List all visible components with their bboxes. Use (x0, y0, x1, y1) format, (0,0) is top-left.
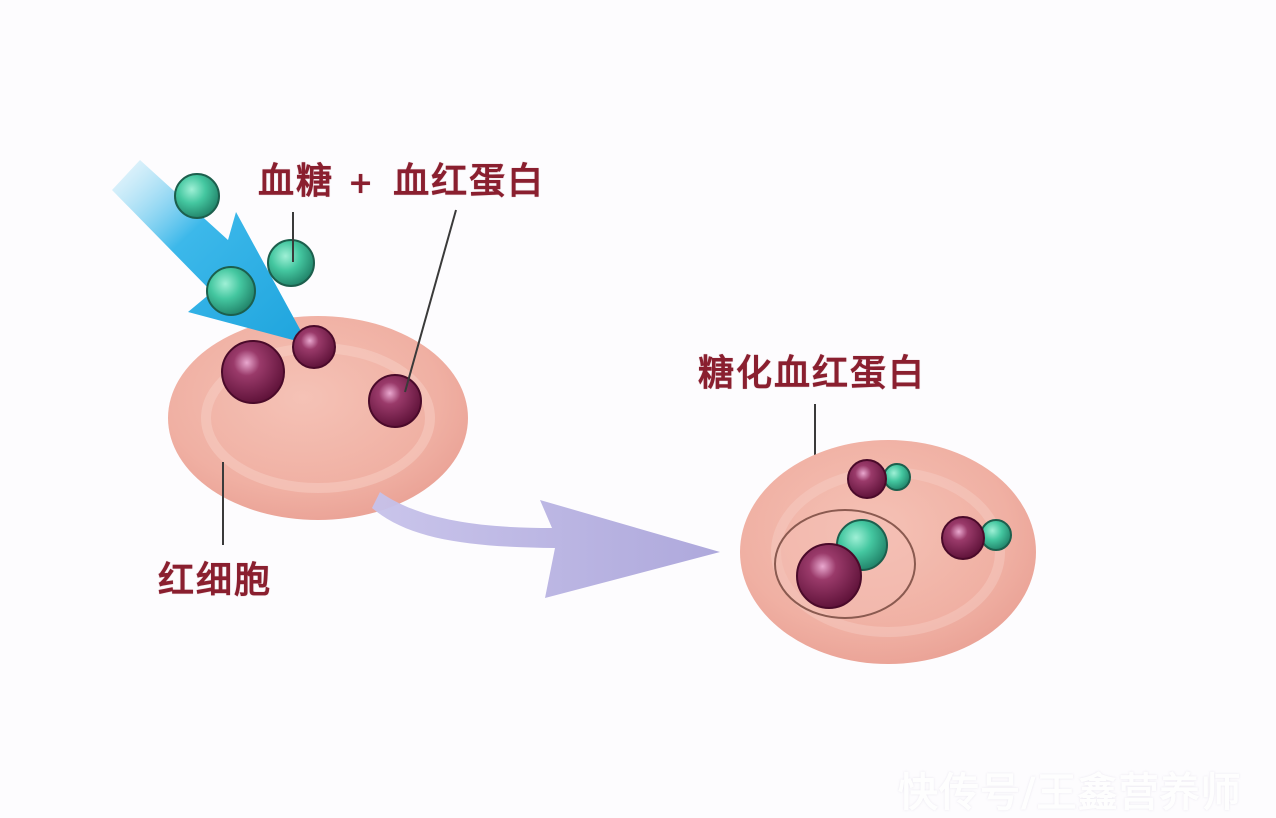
hemoglobin-molecule (368, 374, 422, 428)
red-blood-cell-label: 红细胞 (158, 559, 273, 601)
plus-sign: + (348, 166, 376, 201)
hemoglobin-molecule (221, 340, 285, 404)
glycated-hemoglobin-label: 糖化血红蛋白 (698, 352, 927, 394)
transition-arrow-icon (372, 492, 720, 598)
watermark: 快传号/王鑫营养师 (898, 770, 1242, 816)
blood-sugar-hemoglobin-label: 血糖 + 血红蛋白 (258, 152, 545, 204)
red-blood-cell-after (740, 440, 1036, 664)
glucose-entry-arrow-icon (112, 160, 308, 344)
hemoglobin-molecule (292, 325, 336, 369)
glucose-molecule (174, 173, 220, 219)
glucose-molecule (206, 266, 256, 316)
hemoglobin-label: 血红蛋白 (393, 160, 546, 202)
hemoglobin-leader-line (404, 209, 457, 393)
glucose-molecules (174, 173, 315, 316)
hemoglobin-molecules (221, 325, 422, 428)
glucose-molecule (267, 239, 315, 287)
blood-sugar-label: 血糖 (258, 160, 335, 202)
